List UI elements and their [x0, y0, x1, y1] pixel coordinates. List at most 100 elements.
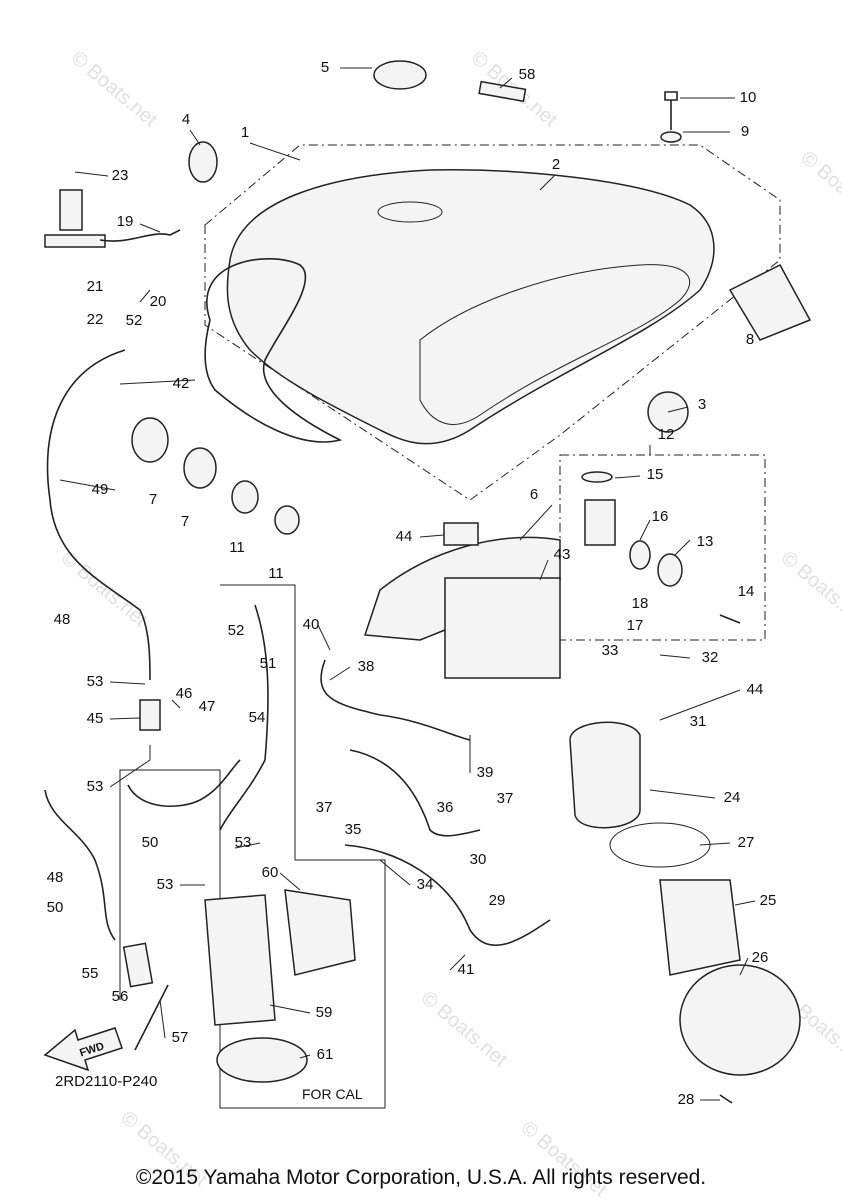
- watermark: © Boats.net: [417, 987, 512, 1071]
- callout-42: 42: [173, 375, 190, 392]
- valve-56: [122, 942, 154, 988]
- diagram-code: 2RD2110-P240: [55, 1073, 158, 1090]
- hose-42: [204, 258, 343, 443]
- callout-55: 55: [82, 965, 99, 982]
- pump-module-25: [659, 879, 741, 976]
- callout-7: 7: [149, 491, 157, 508]
- callout-41: 41: [458, 961, 475, 978]
- callout-9: 9: [741, 123, 749, 140]
- callout-18: 18: [632, 595, 649, 612]
- fuel-cap: [373, 60, 427, 90]
- hose-51: [219, 604, 269, 831]
- callout-54: 54: [249, 709, 266, 726]
- watermark: © Boats.net: [67, 47, 162, 131]
- filler-opening: [377, 201, 443, 223]
- callout-53: 53: [87, 673, 104, 690]
- callout-51: 51: [260, 655, 277, 672]
- bracket-60: [284, 889, 356, 976]
- hose-49: [46, 349, 151, 681]
- callout-48: 48: [47, 869, 64, 886]
- callout-38: 38: [358, 658, 375, 675]
- grommet-7b: [183, 447, 217, 489]
- callout-37: 37: [497, 790, 514, 807]
- callout-19: 19: [117, 213, 134, 230]
- callout-45: 45: [87, 710, 104, 727]
- fuel-pump-24: [569, 721, 641, 829]
- callout-6: 6: [530, 486, 538, 503]
- hose-50a: [127, 759, 241, 808]
- collar-11b: [274, 505, 300, 535]
- callout-57: 57: [172, 1029, 189, 1046]
- petcock-assembly-box: [559, 454, 766, 641]
- callout-29: 29: [489, 892, 506, 909]
- callout-59: 59: [316, 1004, 333, 1021]
- callout-24: 24: [724, 789, 741, 806]
- hose-50b: [44, 789, 116, 941]
- cal-box-outline: [119, 584, 386, 1109]
- callout-11: 11: [229, 539, 245, 556]
- callout-47: 47: [199, 698, 216, 715]
- callout-7: 7: [181, 513, 189, 530]
- watermark: © Boats.net: [57, 547, 152, 631]
- hose-34: [349, 749, 481, 837]
- callout-36: 36: [437, 799, 454, 816]
- callout-2: 2: [552, 156, 560, 173]
- callout-27: 27: [738, 834, 755, 851]
- fuel-tank: [226, 169, 715, 445]
- callout-22: 22: [87, 311, 104, 328]
- callout-44: 44: [747, 681, 764, 698]
- watermark: © Boats.net: [797, 147, 842, 231]
- callout-60: 60: [262, 864, 279, 881]
- callout-28: 28: [678, 1091, 695, 1108]
- callout-37: 37: [316, 799, 333, 816]
- callout-61: 61: [317, 1046, 334, 1063]
- variant-note: FOR CAL: [302, 1086, 363, 1102]
- cover-61: [216, 1037, 308, 1083]
- callout-50: 50: [142, 834, 159, 851]
- callout-1: 1: [241, 124, 249, 141]
- callout-52: 52: [126, 312, 143, 329]
- bracket-8: [728, 264, 812, 341]
- callout-50: 50: [47, 899, 64, 916]
- callout-35: 35: [345, 821, 362, 838]
- washer-9: [660, 131, 682, 143]
- callout-31: 31: [690, 713, 707, 730]
- callout-39: 39: [477, 764, 494, 781]
- callout-53: 53: [87, 778, 104, 795]
- callout-48: 48: [54, 611, 71, 628]
- callout-10: 10: [740, 89, 757, 106]
- callout-52: 52: [228, 622, 245, 639]
- gasket-27: [609, 822, 711, 868]
- callout-12: 12: [658, 426, 675, 443]
- callout-34: 34: [417, 876, 434, 893]
- collar-11a: [231, 480, 259, 514]
- callout-14: 14: [738, 583, 755, 600]
- callout-5: 5: [321, 59, 329, 76]
- fuel-cock-12: [584, 499, 616, 546]
- bolt-28: [719, 1094, 733, 1104]
- callout-15: 15: [647, 466, 664, 483]
- callout-40: 40: [303, 616, 320, 633]
- callout-8: 8: [746, 331, 754, 348]
- fuel-sender-19: [44, 189, 106, 248]
- callout-25: 25: [760, 892, 777, 909]
- callout-26: 26: [752, 949, 769, 966]
- tank-seam: [419, 264, 691, 425]
- leader-lines: [59, 67, 756, 1101]
- tie-57: [134, 984, 169, 1051]
- label-44: [443, 522, 479, 546]
- watermark: © Boats.net: [777, 547, 842, 631]
- callout-43: 43: [554, 546, 571, 563]
- screw-14: [719, 614, 741, 624]
- callout-4: 4: [182, 111, 190, 128]
- sender-lead-20: [99, 229, 181, 242]
- callout-11: 11: [268, 565, 284, 582]
- plate-26: [679, 964, 801, 1076]
- callout-3: 3: [698, 396, 706, 413]
- cover-13: [657, 553, 683, 587]
- canister-59: [204, 894, 276, 1026]
- callout-16: 16: [652, 508, 669, 525]
